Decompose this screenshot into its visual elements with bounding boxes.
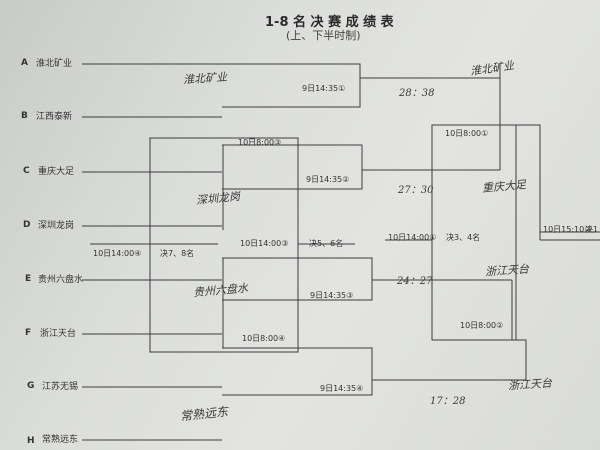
match-slot: 10日8:00② xyxy=(460,321,504,330)
team-name: 重庆大足 xyxy=(38,167,75,177)
team-letter: C xyxy=(23,166,30,176)
team-letter: E xyxy=(25,274,32,284)
match-slot: 10日8:00③ xyxy=(238,138,282,147)
handwritten-winner: 淮北矿业 xyxy=(182,70,228,87)
match-slot: 10日14:00① xyxy=(388,233,437,242)
handwritten-score: 24：27 xyxy=(397,276,433,287)
match-slot: 9日14:35③ xyxy=(310,291,354,300)
match-slot: 10日14:00④ xyxy=(93,249,142,258)
match-slot: 9日14:35④ xyxy=(320,384,364,393)
page-title: 1-8 名 决 赛 成 绩 表 xyxy=(265,15,394,30)
match-label: 决7、8名 xyxy=(160,249,195,258)
team-letter: B xyxy=(21,111,28,121)
team-name: 浙江天台 xyxy=(40,329,77,339)
handwritten-winner: 浙江天台 xyxy=(507,376,553,393)
match-slot: 10日8:00① xyxy=(445,129,489,138)
match-slot: 10日15:10② xyxy=(543,225,592,234)
team-name: 贵州六盘水 xyxy=(38,275,84,285)
team-letter: H xyxy=(27,436,35,446)
handwritten-score: 27：30 xyxy=(398,185,434,196)
match-label: 决5、6名 xyxy=(309,239,344,248)
team-name: 淮北矿业 xyxy=(36,59,73,69)
match-slot: 9日14:35① xyxy=(302,84,346,93)
team-name: 江西泰新 xyxy=(36,112,73,122)
team-letter: A xyxy=(21,58,28,68)
team-letter: D xyxy=(23,220,31,230)
match-slot: 10日14:00③ xyxy=(240,239,289,248)
match-label: 决3、4名 xyxy=(446,233,481,242)
team-name: 深圳龙岗 xyxy=(38,221,75,231)
page-subtitle: (上、下半时制) xyxy=(286,29,361,42)
team-letter: F xyxy=(25,328,32,338)
handwritten-winner: 浙江天台 xyxy=(484,262,530,279)
match-label: 决1 xyxy=(585,225,599,234)
team-name: 常熟远东 xyxy=(42,435,79,445)
match-slot: 9日14:35② xyxy=(306,175,350,184)
match-slot: 10日8:00④ xyxy=(242,334,286,343)
handwritten-score: 17：28 xyxy=(430,396,466,407)
team-name: 江苏无锡 xyxy=(42,382,79,392)
handwritten-score: 28：38 xyxy=(399,88,435,99)
team-letter: G xyxy=(27,381,35,391)
